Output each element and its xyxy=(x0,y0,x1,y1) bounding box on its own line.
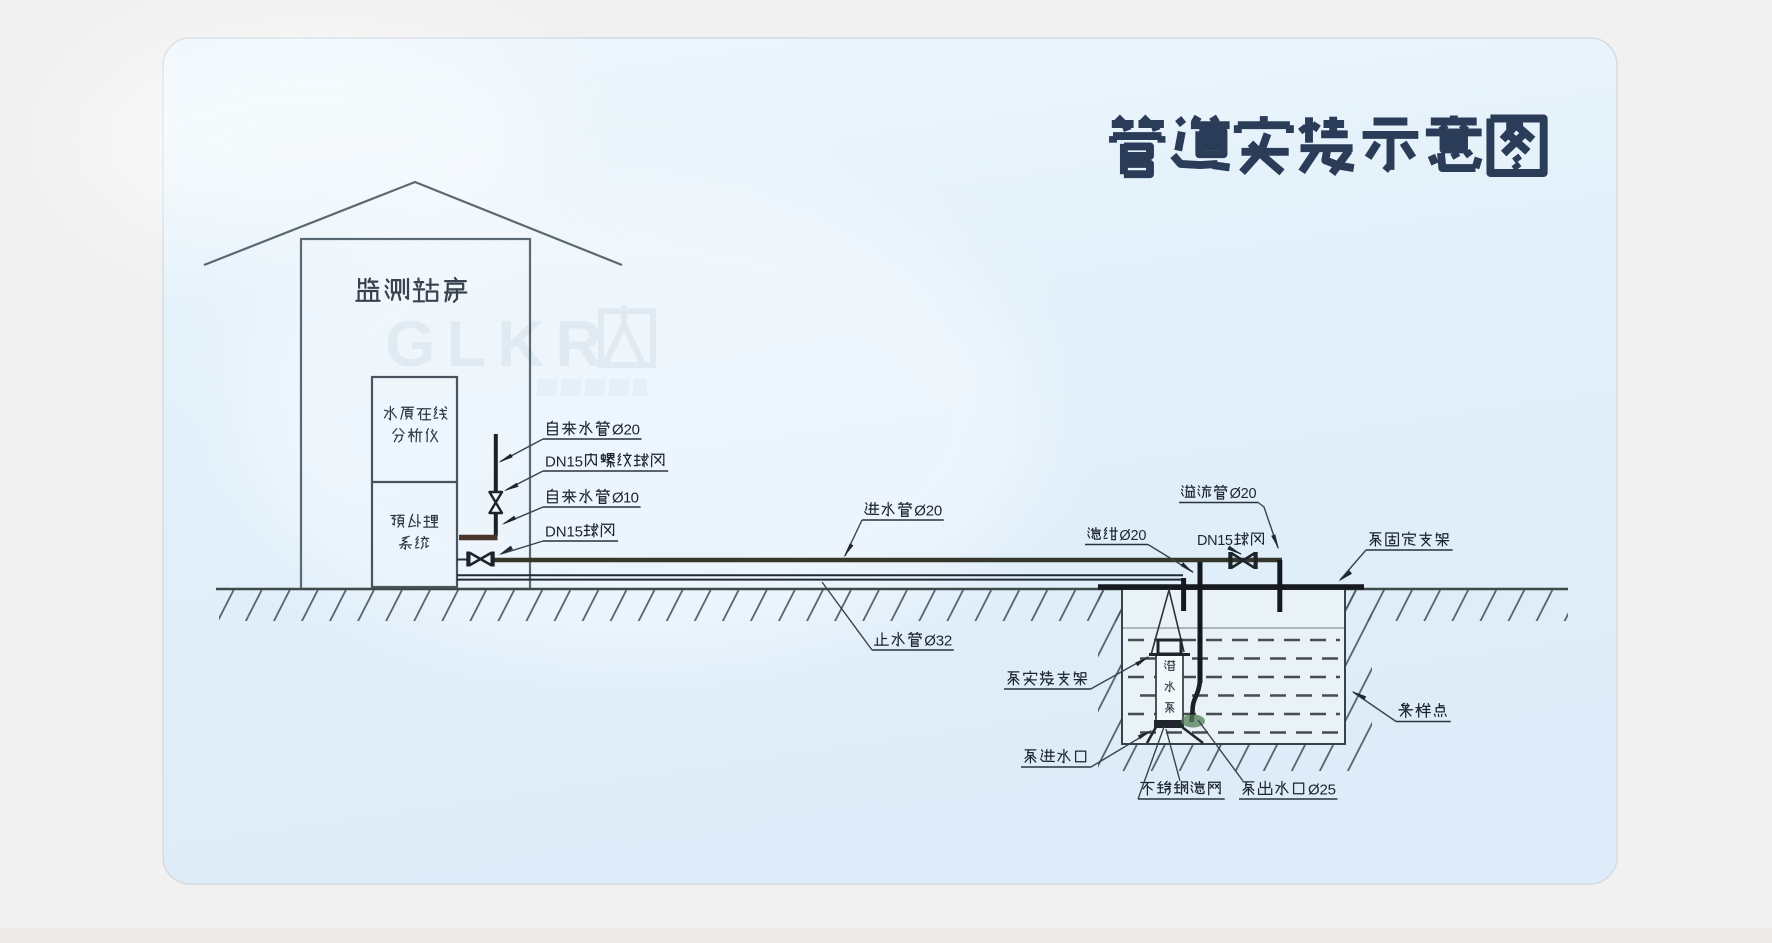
svg-text:Ø32: Ø32 xyxy=(924,633,952,650)
svg-text:Ø20: Ø20 xyxy=(1119,528,1146,544)
svg-text:Ø25: Ø25 xyxy=(1308,782,1336,799)
svg-text:Ø20: Ø20 xyxy=(612,422,640,439)
svg-text:Ø10: Ø10 xyxy=(612,490,639,507)
svg-text:DN15: DN15 xyxy=(545,524,583,541)
svg-text:DN15: DN15 xyxy=(545,454,583,471)
svg-text:Ø20: Ø20 xyxy=(1230,486,1257,502)
svg-text:DN15: DN15 xyxy=(1197,533,1233,549)
svg-text:GLKR: GLKR xyxy=(385,307,613,380)
svg-text:Ø20: Ø20 xyxy=(914,503,942,520)
